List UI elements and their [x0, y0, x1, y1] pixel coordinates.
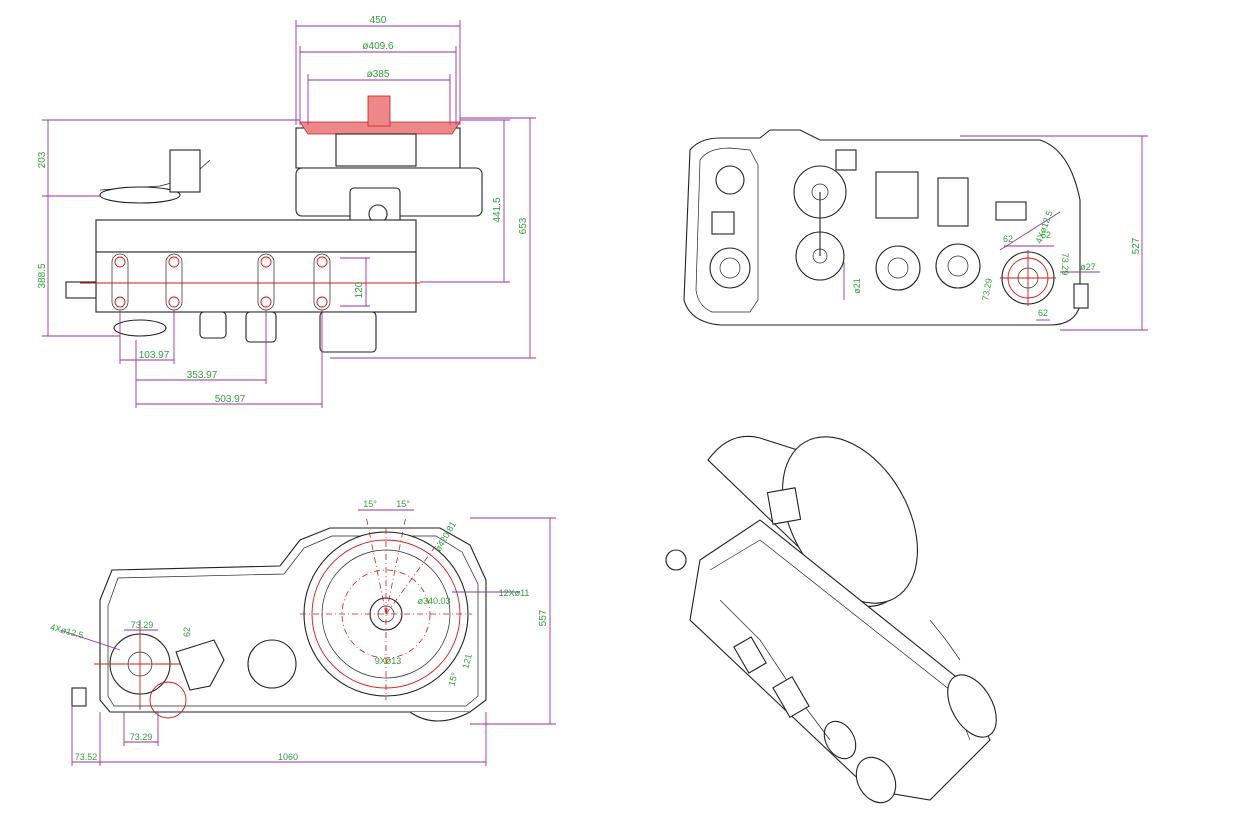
side-terminal-block [875, 171, 919, 219]
top-dim-4x12-5: 4Xø12.5 [49, 622, 84, 640]
dim-653: 653 [518, 217, 529, 234]
iso-fittings-rail [719, 599, 831, 741]
side-housing [683, 129, 1081, 326]
top-dim-73-29b: 73.29 [130, 732, 153, 742]
iso-fitting-2 [772, 676, 810, 718]
iso-disc-face [782, 436, 918, 604]
iso-valve-block [766, 487, 802, 525]
iso-main-body [689, 519, 991, 801]
left-lever [175, 639, 225, 691]
side-s-badge [835, 149, 857, 171]
dim-441-5: 441.5 [492, 197, 503, 222]
side-dim-62c: 62 [1041, 230, 1051, 240]
top-disc-section [299, 121, 461, 135]
side-dim-62b: 62 [1038, 308, 1048, 318]
top-dim-1060: 1060 [278, 752, 298, 762]
dimension-lines [42, 20, 536, 408]
side-view: 527 4Xø12.5 73.29 62 73.29 ø27 62 62 ø21 [683, 129, 1148, 331]
left-shaft [65, 281, 97, 299]
iso-bottom-port [823, 720, 857, 760]
dim-388-5: 388.5 [37, 263, 48, 288]
side-dimension-lines [843, 135, 1148, 331]
side-label-plate [995, 201, 1027, 221]
top-dim-62: 62 [182, 627, 192, 637]
top-dim-15c: 15° [447, 671, 460, 687]
iso-nozzle [665, 549, 687, 571]
top-dim-73-52: 73.52 [75, 752, 98, 762]
lower-fitting-1 [199, 311, 227, 339]
dim-450: 450 [370, 15, 387, 26]
top-dim-9x13: 9Xø13 [375, 656, 402, 666]
side-port-top [715, 165, 745, 195]
dim-503-97: 503.97 [215, 394, 246, 405]
front-view: 450 ø409.6 ø385 203 388.5 441.5 653 120 … [37, 15, 536, 408]
dim-385: ø385 [367, 69, 390, 80]
left-nozzle [71, 687, 87, 707]
top-dim-12x11: 12Xø11 [499, 588, 530, 598]
side-dim-21: ø21 [852, 278, 862, 294]
side-dim-527: 527 [1131, 237, 1142, 254]
top-dimension-lines [59, 509, 556, 766]
top-disc-inner [335, 133, 417, 167]
dim-353-97: 353.97 [187, 370, 218, 381]
linkage-bracket [169, 149, 201, 193]
isometric-view [665, 435, 997, 804]
side-nozzle [1073, 283, 1089, 309]
lower-fitting-2 [245, 311, 277, 343]
side-dim-73-29b: 73.29 [980, 278, 994, 302]
iso-right-flange [947, 674, 997, 738]
round-opening [247, 639, 297, 689]
linkage-pulley [99, 186, 181, 204]
top-dim-121: 121 [460, 653, 474, 670]
top-dim-557: 557 [538, 609, 549, 626]
iso-bottom-flange [855, 756, 897, 804]
top-view: 15° 15° ø420.81 ø340.03 12Xø11 9Xø13 557… [49, 499, 556, 766]
top-dim-73-29a: 73.29 [131, 620, 154, 630]
dim-203: 203 [37, 151, 48, 168]
lower-pulley [113, 319, 167, 337]
side-port-bottom [709, 247, 751, 289]
side-switch [937, 177, 969, 227]
iso-fitting-1 [733, 636, 767, 674]
big-flange-centerlines [300, 515, 472, 700]
side-dim-62a: 62 [1003, 234, 1013, 244]
side-flange-1 [875, 245, 921, 291]
lower-arc [409, 711, 471, 722]
side-dim-27: ø27 [1080, 262, 1096, 272]
side-dim-73-29a: 73.29 [1060, 253, 1070, 276]
dim-409-6: ø409.6 [362, 41, 394, 52]
top-dim-15b: 15° [396, 499, 410, 509]
dim-103-97: 103.97 [139, 350, 170, 361]
top-housing-inner [107, 535, 479, 707]
dim-120: 120 [354, 281, 365, 298]
main-body [95, 251, 417, 313]
iso-linkage [929, 619, 961, 661]
side-left-pocket [695, 147, 759, 313]
side-flange-2 [935, 243, 981, 289]
lower-fitting-3 [319, 311, 377, 353]
side-z-badge [711, 211, 735, 235]
main-body-top [95, 219, 417, 253]
top-dim-15a: 15° [363, 499, 377, 509]
top-dim-340-03: ø340.03 [417, 596, 450, 606]
left-flange-arc [149, 681, 187, 719]
top-hub-section [367, 95, 391, 127]
